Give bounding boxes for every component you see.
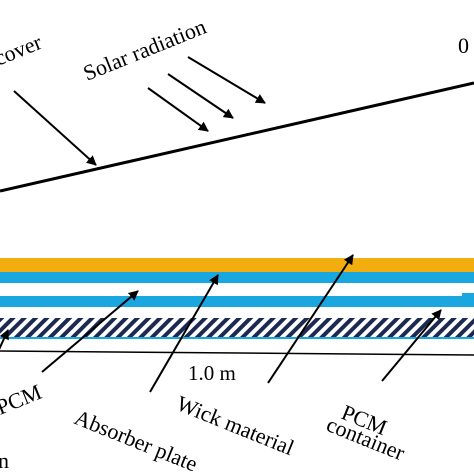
pcm-gap-layer (0, 283, 474, 296)
glass-cover-pointer-arrow (13, 90, 97, 166)
pcm-side-marker (462, 293, 474, 301)
left-edge-pointer-arrow (0, 329, 9, 350)
length-dimension-line (0, 350, 474, 356)
solar-ray-arrow (167, 73, 234, 119)
wick-material-pointer-arrow (267, 254, 354, 384)
pcm-pointer-arrow (41, 290, 139, 373)
corner-value-label: 0 (458, 33, 469, 58)
glass-cover-line (0, 81, 474, 193)
absorber-plate-layer (0, 272, 474, 283)
glass-cover-label: cover (0, 29, 46, 71)
pcm-container-hatch-layer (0, 318, 474, 338)
wick-material-layer (0, 258, 474, 272)
solar-ray-arrow (187, 56, 266, 104)
pcm-container-pointer-arrow (381, 309, 442, 382)
pcm-layer (0, 296, 474, 307)
pcm-label: PCM (0, 379, 45, 420)
solar-radiation-label: Solar radiation (80, 14, 210, 86)
absorber-plate-pointer-arrow (149, 274, 219, 393)
solar-ray-arrow (147, 87, 209, 132)
length-label: 1.0 m (188, 361, 236, 385)
cut-off-label: n (0, 448, 9, 473)
